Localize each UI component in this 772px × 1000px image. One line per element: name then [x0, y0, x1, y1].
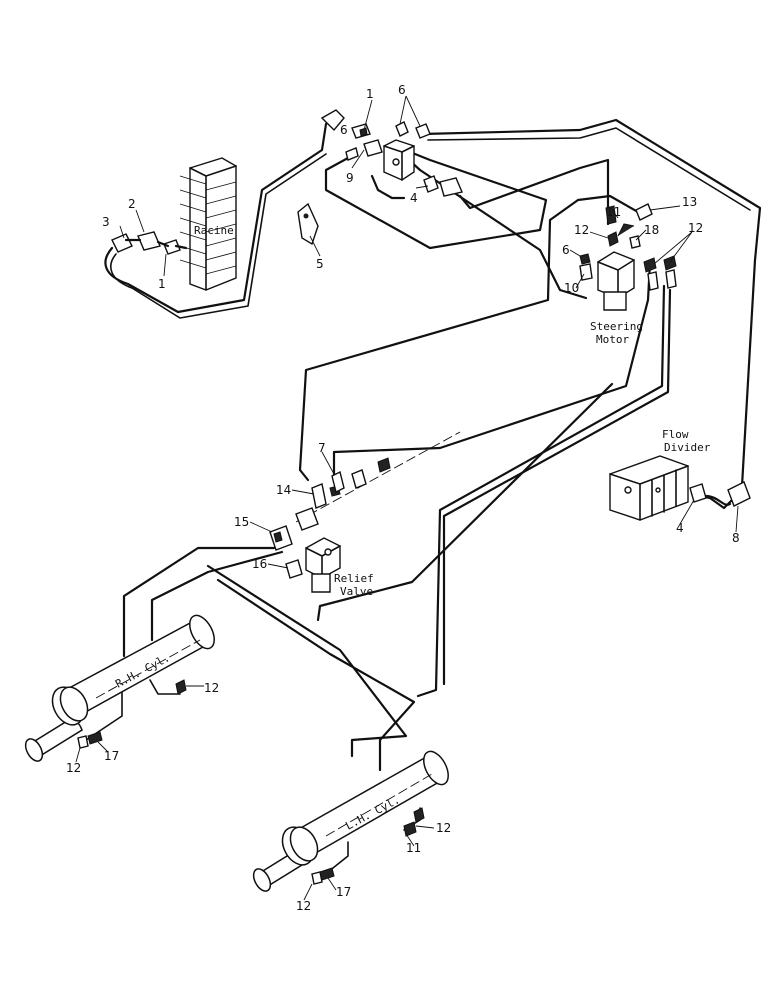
callout-7: 7: [318, 441, 326, 455]
fitting-4-divider: [689, 483, 707, 503]
fitting-7: [331, 470, 345, 494]
fitting-11-top: [605, 205, 617, 225]
callout-17-lh: 17: [336, 885, 351, 899]
callout-18: 18: [644, 223, 659, 237]
relief-label-2: Valve: [340, 585, 373, 598]
hose-motor-to-block: [298, 194, 640, 482]
callout-3: 3: [102, 215, 110, 229]
callout-5: 5: [316, 257, 324, 271]
callout-4-divider: 4: [676, 521, 684, 535]
callout-1-left: 1: [158, 277, 166, 291]
hose-divider-return: [316, 382, 614, 622]
rh-cylinder: R.H. Cyl.: [24, 614, 215, 762]
bracket-5: [297, 202, 319, 246]
manifold-block: [269, 431, 461, 551]
fitting-3: [111, 233, 133, 253]
steering-label-2: Motor: [596, 333, 629, 346]
relief-valve: Relief Valve: [285, 537, 374, 598]
callout-1-top: 1: [366, 87, 374, 101]
callout-12-lh-bottom: 12: [296, 899, 311, 913]
fitting-9: [363, 139, 383, 157]
flow-divider: Flow Divider: [609, 428, 751, 521]
callout-11-top: 11: [606, 205, 621, 219]
hose-right-loop: [420, 118, 762, 488]
fitting-6-left: [395, 121, 409, 137]
callout-9: 9: [346, 171, 354, 185]
steering-label-1: Steering: [590, 320, 643, 333]
callout-10: 10: [564, 281, 579, 295]
callout-12-rh: 12: [204, 681, 219, 695]
fitting-14: [311, 483, 327, 509]
relief-label-1: Relief: [334, 572, 374, 585]
callout-12-motor-right: 12: [688, 221, 703, 235]
hose-valve-to-motor-a: [458, 158, 610, 226]
callout-8: 8: [732, 531, 740, 545]
hose-center-loop: [324, 150, 548, 250]
lh-cylinder: L.H. Cyl.: [252, 750, 449, 892]
callout-6-left: 6: [340, 123, 348, 137]
callout-15: 15: [234, 515, 249, 529]
callout-16: 16: [252, 557, 267, 571]
top-fittings: [320, 109, 463, 200]
callout-12-motor-left: 12: [574, 223, 589, 237]
fitting-16: [285, 559, 303, 579]
fitting-13: [635, 203, 653, 221]
fitting-1-left: [163, 239, 181, 255]
racine-label: Racine: [194, 224, 234, 237]
hose-valve-to-motor-b: [398, 150, 588, 300]
flow-label-2: Divider: [664, 441, 711, 454]
callout-11-lh: 11: [406, 841, 421, 855]
callout-6-top: 6: [398, 83, 406, 97]
flow-label-1: Flow: [662, 428, 689, 441]
steering-motor: Steering Motor: [579, 203, 677, 346]
callout-17-rh: 17: [104, 749, 119, 763]
hose-motor-to-lh: [416, 284, 666, 698]
racine-pump: Racine: [179, 157, 237, 291]
callout-12-lh: 12: [436, 821, 451, 835]
elbow-fitting-top-left: [320, 109, 345, 132]
hose-block-to-rh: [122, 546, 276, 658]
callout-6-motor: 6: [562, 243, 570, 257]
callout-4-top: 4: [410, 191, 418, 205]
callout-12-rh-bottom: 12: [66, 761, 81, 775]
fitting-8: [727, 481, 751, 507]
racine-fittings: [111, 231, 188, 255]
hose-to-lh-cyl: [206, 564, 408, 758]
callouts: 1 6 6 9 4 3 2 1 5 11 13 12 18 12 6 10 7 …: [66, 83, 740, 913]
hose-lines: [85, 118, 762, 881]
callout-13: 13: [682, 195, 697, 209]
fitting-2: [137, 231, 161, 251]
callout-2: 2: [128, 197, 136, 211]
fitting-4-top: [439, 177, 463, 197]
leader-lines: [75, 95, 739, 901]
hose-motor-to-block-b: [332, 260, 652, 478]
fitting-6-right: [415, 123, 431, 139]
callout-14: 14: [276, 483, 291, 497]
